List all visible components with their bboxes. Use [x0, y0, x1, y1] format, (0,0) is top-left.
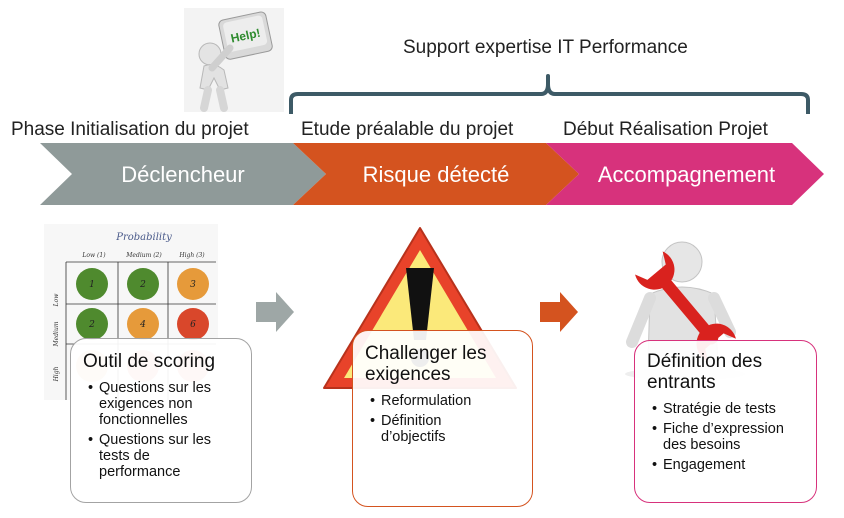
matrix-cell-value: 1 [89, 280, 95, 290]
list-item: Stratégie de tests [652, 401, 806, 417]
matrix-cell-low [76, 308, 108, 340]
list-item: Définition d’objectifs [370, 413, 522, 445]
list-item: Fiche d’expression des besoins [652, 421, 806, 453]
arrow-right-icon [540, 292, 578, 332]
chevron-risque [293, 143, 579, 205]
help-key-text: Help! [229, 26, 261, 46]
matrix-cell-medium [127, 308, 159, 340]
list-item: Questions sur les tests de performance [88, 432, 241, 480]
matrix-col-label: Low (1) [81, 252, 106, 259]
chevron-accompagnement [546, 143, 824, 205]
arrow-right-icon [256, 292, 294, 332]
phase-label-etude: Etude préalable du projet [301, 119, 514, 140]
card-definition-entrants: Définition des entrants Stratégie de tes… [634, 340, 817, 503]
card-item-list: Reformulation Définition d’objectifs [365, 393, 522, 445]
help-key-figure: Help! [184, 8, 284, 112]
matrix-row-label: High [53, 366, 60, 382]
phase-chevrons [40, 143, 824, 205]
card-outil-scoring: Outil de scoring Questions sur les exige… [70, 338, 252, 503]
matrix-cell-medium [177, 268, 209, 300]
matrix-cell-value: 2 [88, 320, 95, 330]
list-item: Engagement [652, 457, 806, 473]
card-title: Challenger les exigences [365, 343, 487, 385]
matrix-cell-high [177, 308, 209, 340]
phase-label-initialisation: Phase Initialisation du projet [11, 119, 249, 140]
chevron-label-risque: Risque détecté [362, 162, 510, 187]
card-title: Outil de scoring [83, 351, 216, 372]
card-title: Définition des entrants [647, 351, 763, 393]
matrix-row-label: Low [53, 293, 60, 308]
matrix-header: Probability [115, 232, 172, 243]
card-item-list: Stratégie de tests Fiche d’expression de… [647, 401, 806, 473]
matrix-col-label: High (3) [178, 252, 205, 259]
card-item-list: Questions sur les exigences non fonction… [83, 380, 241, 480]
list-item: Reformulation [370, 393, 522, 409]
matrix-cell-value: 4 [139, 320, 146, 330]
chevron-label-declencheur: Déclencheur [121, 162, 245, 187]
matrix-cell-value: 6 [190, 320, 196, 330]
matrix-col-label: Medium (2) [125, 252, 162, 259]
chevron-label-accompagnement: Accompagnement [597, 162, 776, 187]
support-label: Support expertise IT Performance [403, 37, 688, 58]
card-challenger-exigences: Challenger les exigences Reformulation D… [352, 330, 533, 507]
matrix-cell-low [76, 268, 108, 300]
matrix-cell-low [127, 268, 159, 300]
matrix-row-label: Medium [53, 321, 60, 347]
support-bracket [289, 74, 810, 114]
chevron-declencheur [40, 143, 326, 205]
matrix-cell-value: 2 [139, 280, 146, 290]
matrix-cell-value: 3 [190, 280, 196, 290]
list-item: Questions sur les exigences non fonction… [88, 380, 241, 428]
phase-label-realisation: Début Réalisation Projet [563, 119, 768, 140]
